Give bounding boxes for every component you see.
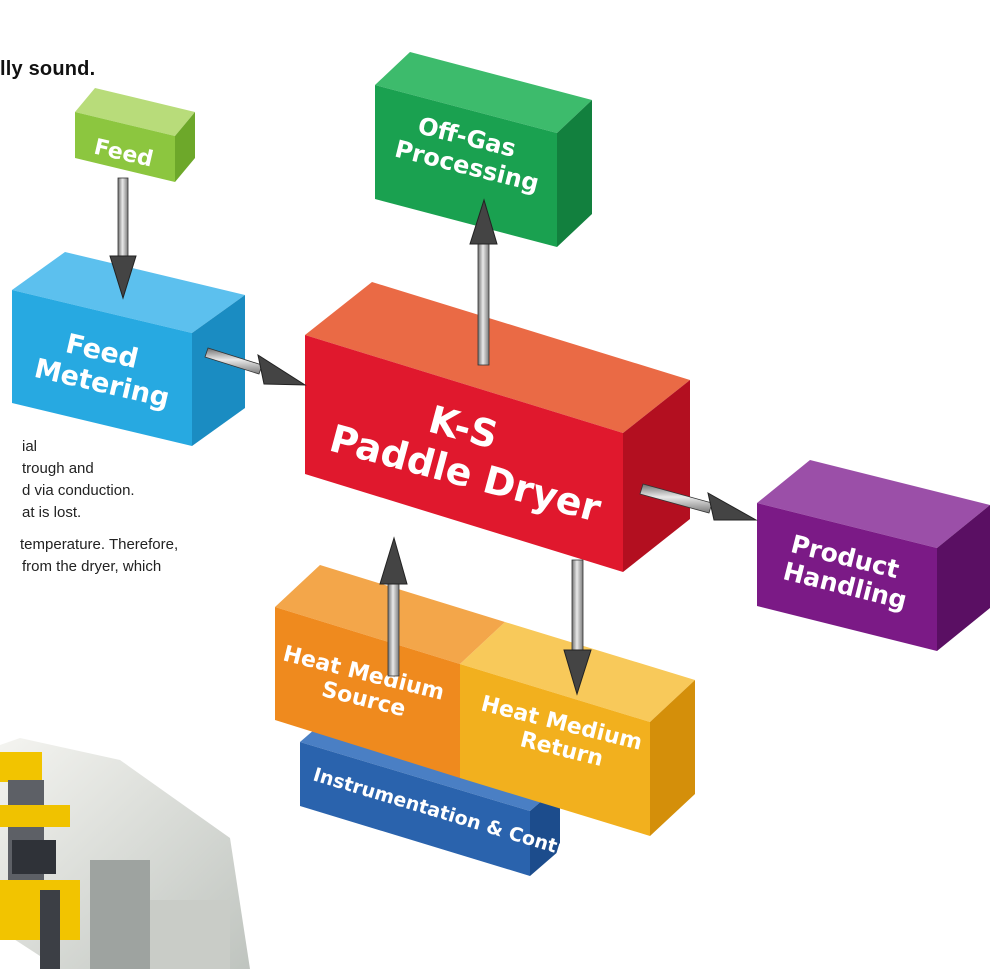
heat-medium-return-block: Heat Medium Return xyxy=(460,622,695,836)
body-line: from the dryer, which xyxy=(22,558,162,575)
body-line: d via conduction. xyxy=(22,482,135,499)
paddle-dryer-block: K-S Paddle Dryer xyxy=(305,282,690,572)
arrow-feed-to-metering xyxy=(109,177,137,300)
headline-text: lly sound. xyxy=(0,58,96,80)
arrow-dryer-to-return xyxy=(563,559,592,696)
body-line: at is lost. xyxy=(22,504,82,521)
product-handling-block: Product Handling xyxy=(757,460,990,651)
off-gas-block: Off-Gas Processing xyxy=(375,52,592,247)
arrow-source-to-dryer xyxy=(379,536,408,677)
body-text-block-2: temperature. Therefore, from the dryer, … xyxy=(0,534,178,578)
body-line: trough and xyxy=(22,460,94,477)
body-line: ial xyxy=(22,438,38,455)
body-line: temperature. Therefore, xyxy=(20,536,179,553)
feed-metering-block: Feed Metering xyxy=(12,252,245,446)
arrow-metering-to-dryer xyxy=(204,347,307,386)
body-text-block-1: ial trough and d via conduction. at is l… xyxy=(0,436,135,524)
arrow-dryer-to-product xyxy=(639,483,758,521)
arrow-dryer-to-offgas xyxy=(469,198,498,366)
machine-photo xyxy=(0,738,250,969)
feed-block: Feed xyxy=(75,88,195,182)
